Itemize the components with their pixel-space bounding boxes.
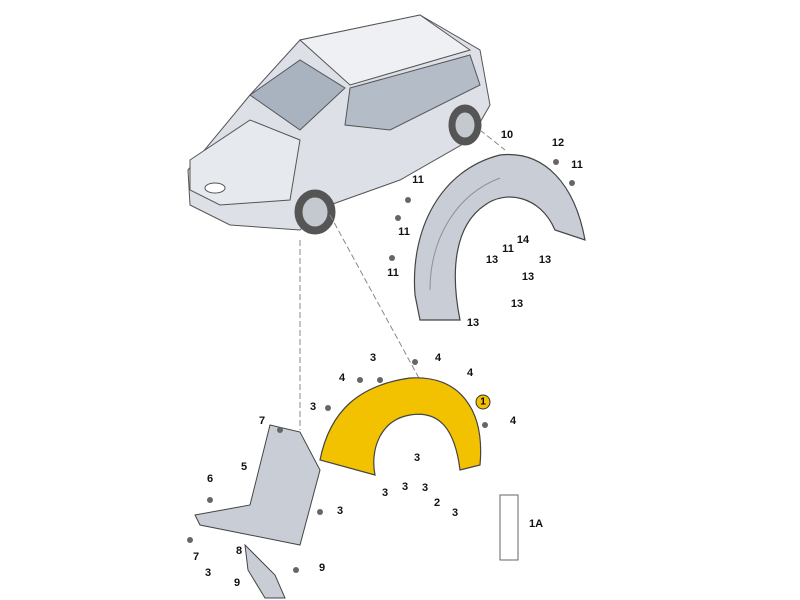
part-label: 11	[412, 174, 424, 186]
part-label: 11	[571, 159, 583, 171]
part-label: 11	[387, 267, 399, 279]
part-label: 14	[516, 234, 530, 246]
part-label: 3	[204, 567, 212, 579]
part-8-strip	[244, 543, 286, 599]
part-5-trim	[194, 424, 321, 546]
car-illustration	[187, 14, 491, 235]
part-label: 11	[502, 243, 514, 255]
part-label: 3	[413, 452, 421, 464]
part-label: 2	[433, 497, 441, 509]
part-label: 1A	[528, 518, 544, 530]
part-label: 7	[192, 551, 200, 563]
rear-wheel-liner	[413, 153, 586, 321]
part-label: 3	[336, 505, 344, 517]
part-label: 13	[538, 254, 552, 266]
part-label: 3	[451, 507, 459, 519]
part-label: 4	[434, 352, 442, 364]
part-label: 12	[551, 137, 565, 149]
part-label: 4	[509, 415, 517, 427]
part-label: 9	[233, 577, 241, 589]
front-wheel-liner-highlighted	[319, 377, 482, 476]
part-label: 13	[485, 254, 499, 266]
part-label: 3	[421, 482, 429, 494]
part-label: 11	[398, 226, 410, 238]
leader-lines	[299, 129, 506, 430]
part-label: 13	[510, 298, 524, 310]
part-label: 10	[500, 129, 514, 141]
part-label: 13	[521, 271, 535, 283]
part-label: 3	[381, 487, 389, 499]
part-label: 9	[318, 562, 326, 574]
part-label: 4	[466, 367, 474, 379]
part-label: 3	[369, 352, 377, 364]
part-label: 7	[258, 415, 266, 427]
part-label: 4	[338, 372, 346, 384]
fasteners	[187, 159, 575, 573]
part-label: 3	[401, 481, 409, 493]
part-label: 6	[206, 473, 214, 485]
part-label: 8	[235, 545, 243, 557]
part-label: 3	[309, 401, 317, 413]
part-label: 5	[240, 461, 248, 473]
part-label: 13	[466, 317, 480, 329]
highlighted-part-badge: 1	[475, 394, 491, 410]
